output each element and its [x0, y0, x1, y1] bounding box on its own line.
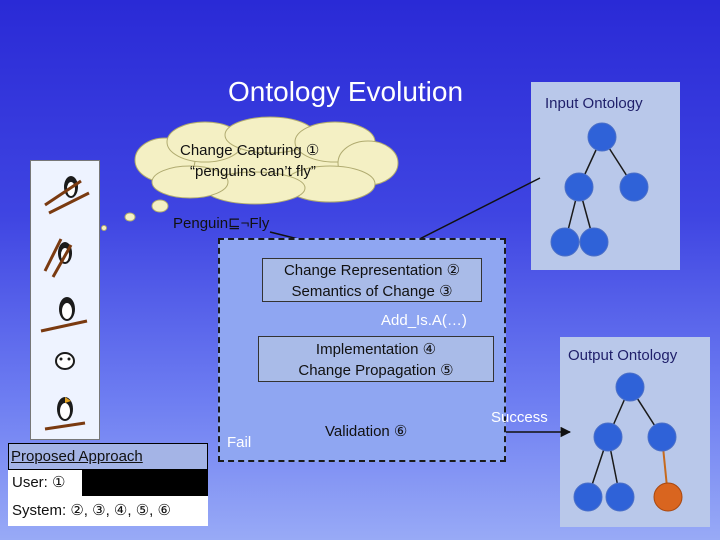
implementation-label: Implementation ④ [315, 341, 437, 358]
penguin-icon [44, 176, 90, 215]
output-ontology-label: Output Ontology [568, 347, 678, 364]
semantics-of-change-label: Semantics of Change ③ [291, 283, 453, 300]
legend-user: User: ① [8, 470, 82, 496]
ontology-node [615, 372, 645, 402]
thought-dot [124, 212, 136, 222]
penguin-icon [43, 238, 73, 278]
formula-text: Penguin⊑¬Fly [173, 215, 270, 232]
penguin-icon [44, 397, 86, 431]
change-representation-label: Change Representation ② [283, 262, 461, 279]
page-title: Ontology Evolution [228, 76, 464, 107]
ontology-node [579, 227, 609, 257]
ontology-node [564, 172, 594, 202]
legend-user-spacer [82, 470, 208, 496]
fail-label: Fail [227, 434, 252, 451]
change-representation-box: Change Representation ② Semantics of Cha… [262, 258, 482, 302]
ontology-node [647, 422, 677, 452]
legend-system: System: ②, ③, ④, ⑤, ⑥ [8, 496, 208, 526]
penguin-quote-text: “penguins can’t fly” [190, 163, 316, 180]
ontology-node [605, 482, 635, 512]
validation-label: Validation ⑥ [325, 423, 408, 440]
penguin-icon [55, 352, 75, 370]
penguin-icon [40, 297, 88, 333]
thought-cloud [134, 116, 399, 205]
ontology-node [619, 172, 649, 202]
penguin-illustration [30, 160, 100, 440]
change-capturing-text: Change Capturing ① [180, 142, 320, 159]
legend-title: Proposed Approach [8, 443, 208, 470]
thought-dot [151, 199, 169, 213]
ontology-node [550, 227, 580, 257]
input-ontology-panel: Input Ontology [531, 82, 680, 270]
change-propagation-label: Change Propagation ⑤ [298, 362, 454, 379]
ontology-node [587, 122, 617, 152]
thought-dot [101, 225, 107, 231]
output-ontology-panel: Output Ontology [560, 337, 710, 527]
input-ontology-label: Input Ontology [545, 95, 643, 112]
ontology-node [573, 482, 603, 512]
success-label: Success [491, 409, 548, 426]
implementation-box: Implementation ④ Change Propagation ⑤ [258, 336, 494, 382]
ontology-node [593, 422, 623, 452]
new-ontology-node [653, 482, 683, 512]
add-isa-label: Add_Is.A(…) [381, 312, 467, 329]
